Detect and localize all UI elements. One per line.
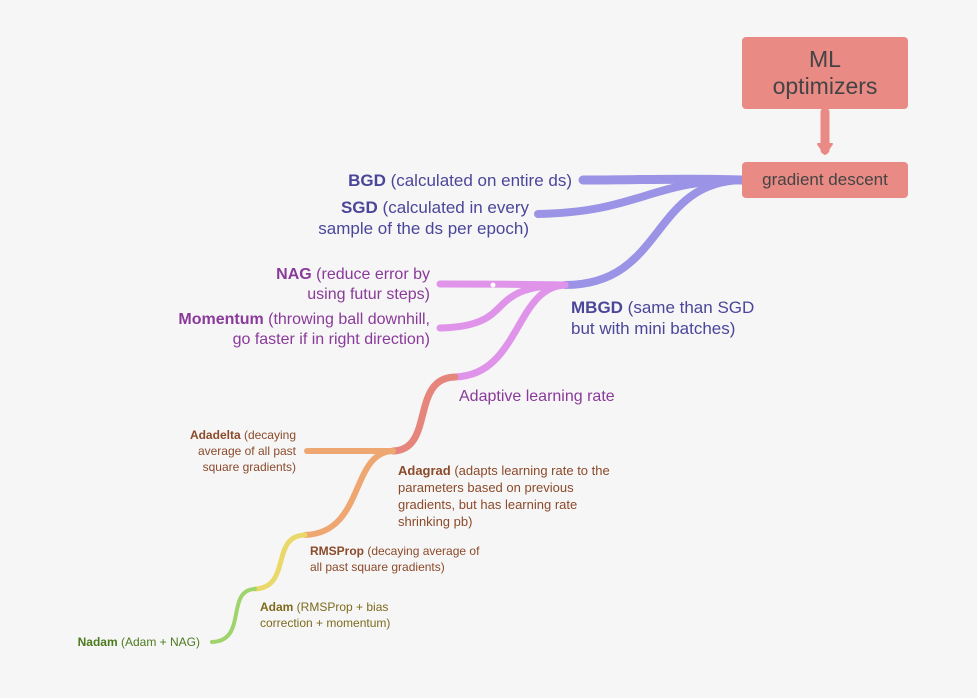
adaptive-label: Adaptive learning rate bbox=[459, 388, 615, 405]
adagrad-desc-1: (adapts learning rate to the bbox=[450, 463, 610, 478]
adadelta-node[interactable]: Adadelta (decaying average of all past s… bbox=[190, 427, 296, 475]
bgd-node[interactable]: BGD (calculated on entire ds) bbox=[348, 170, 572, 191]
mbgd-desc-2: but with mini batches) bbox=[571, 319, 736, 338]
momentum-desc-2: go faster if in right direction) bbox=[232, 331, 430, 348]
momentum-node[interactable]: Momentum (throwing ball downhill, go fas… bbox=[178, 310, 430, 350]
branch-adagrad bbox=[389, 373, 459, 455]
nag-name: NAG bbox=[276, 266, 312, 283]
nadam-node[interactable]: Nadam (Adam + NAG) bbox=[78, 634, 200, 650]
branch-nadam bbox=[210, 587, 257, 644]
mbgd-node[interactable]: MBGD (same than SGD but with mini batche… bbox=[571, 297, 754, 339]
adagrad-desc-4: shrinking pb) bbox=[398, 514, 473, 529]
rmsprop-node[interactable]: RMSProp (decaying average of all past sq… bbox=[310, 543, 479, 575]
root-node[interactable]: ML optimizers bbox=[742, 37, 908, 109]
adadelta-name: Adadelta bbox=[189, 428, 241, 442]
branch-momentum bbox=[436, 281, 569, 332]
branch-rmsprop bbox=[302, 448, 396, 538]
sgd-name: SGD bbox=[340, 198, 378, 217]
nag-node[interactable]: NAG (reduce error by using futur steps) bbox=[276, 265, 430, 305]
momentum-desc-1: (throwing ball downhill, bbox=[263, 311, 430, 328]
mbgd-name: MBGD bbox=[571, 298, 623, 317]
nadam-name: Nadam bbox=[77, 635, 118, 649]
adadelta-desc-2: average of all past bbox=[197, 444, 296, 458]
branch-adam bbox=[252, 532, 308, 592]
nadam-desc: (Adam + NAG) bbox=[117, 635, 200, 649]
adadelta-desc-3: square gradients) bbox=[202, 460, 296, 474]
adagrad-name: Adagrad bbox=[398, 463, 451, 478]
adagrad-node[interactable]: Adagrad (adapts learning rate to the par… bbox=[398, 462, 610, 530]
sgd-desc-1: (calculated in every bbox=[377, 198, 529, 217]
adagrad-desc-3: gradients, but has learning rate bbox=[398, 497, 578, 512]
adam-desc-2: correction + momentum) bbox=[260, 616, 391, 630]
branch-mbgd bbox=[561, 176, 746, 289]
sgd-node[interactable]: SGD (calculated in every sample of the d… bbox=[318, 197, 529, 239]
branch-adaptive bbox=[451, 281, 569, 381]
nag-desc-2: using futur steps) bbox=[307, 286, 430, 303]
adam-desc-1: (RMSProp + bias bbox=[293, 600, 389, 614]
adaptive-learning-rate-node[interactable]: Adaptive learning rate bbox=[459, 387, 615, 407]
rmsprop-name: RMSProp bbox=[310, 544, 364, 558]
bgd-name: BGD bbox=[348, 171, 386, 190]
gradient-descent-node[interactable]: gradient descent bbox=[742, 162, 908, 198]
adam-node[interactable]: Adam (RMSProp + bias correction + moment… bbox=[260, 599, 390, 631]
nag-desc-1: (reduce error by bbox=[311, 266, 430, 283]
root-connector-arrow bbox=[817, 143, 833, 155]
adam-name: Adam bbox=[260, 600, 294, 614]
adagrad-desc-2: parameters based on previous bbox=[398, 480, 574, 495]
rmsprop-desc-1: (decaying average of bbox=[364, 544, 480, 558]
mbgd-desc-1: (same than SGD bbox=[622, 298, 755, 317]
rmsprop-desc-2: all past square gradients) bbox=[310, 560, 445, 574]
momentum-name: Momentum bbox=[178, 311, 264, 328]
gradient-descent-label: gradient descent bbox=[762, 170, 888, 189]
root-line-1: ML bbox=[809, 46, 841, 72]
branch-node-dot bbox=[490, 282, 496, 288]
root-line-2: optimizers bbox=[772, 73, 878, 99]
adadelta-desc-1: (decaying bbox=[240, 428, 296, 442]
bgd-desc: (calculated on entire ds) bbox=[385, 171, 572, 190]
sgd-desc-2: sample of the ds per epoch) bbox=[318, 219, 529, 238]
